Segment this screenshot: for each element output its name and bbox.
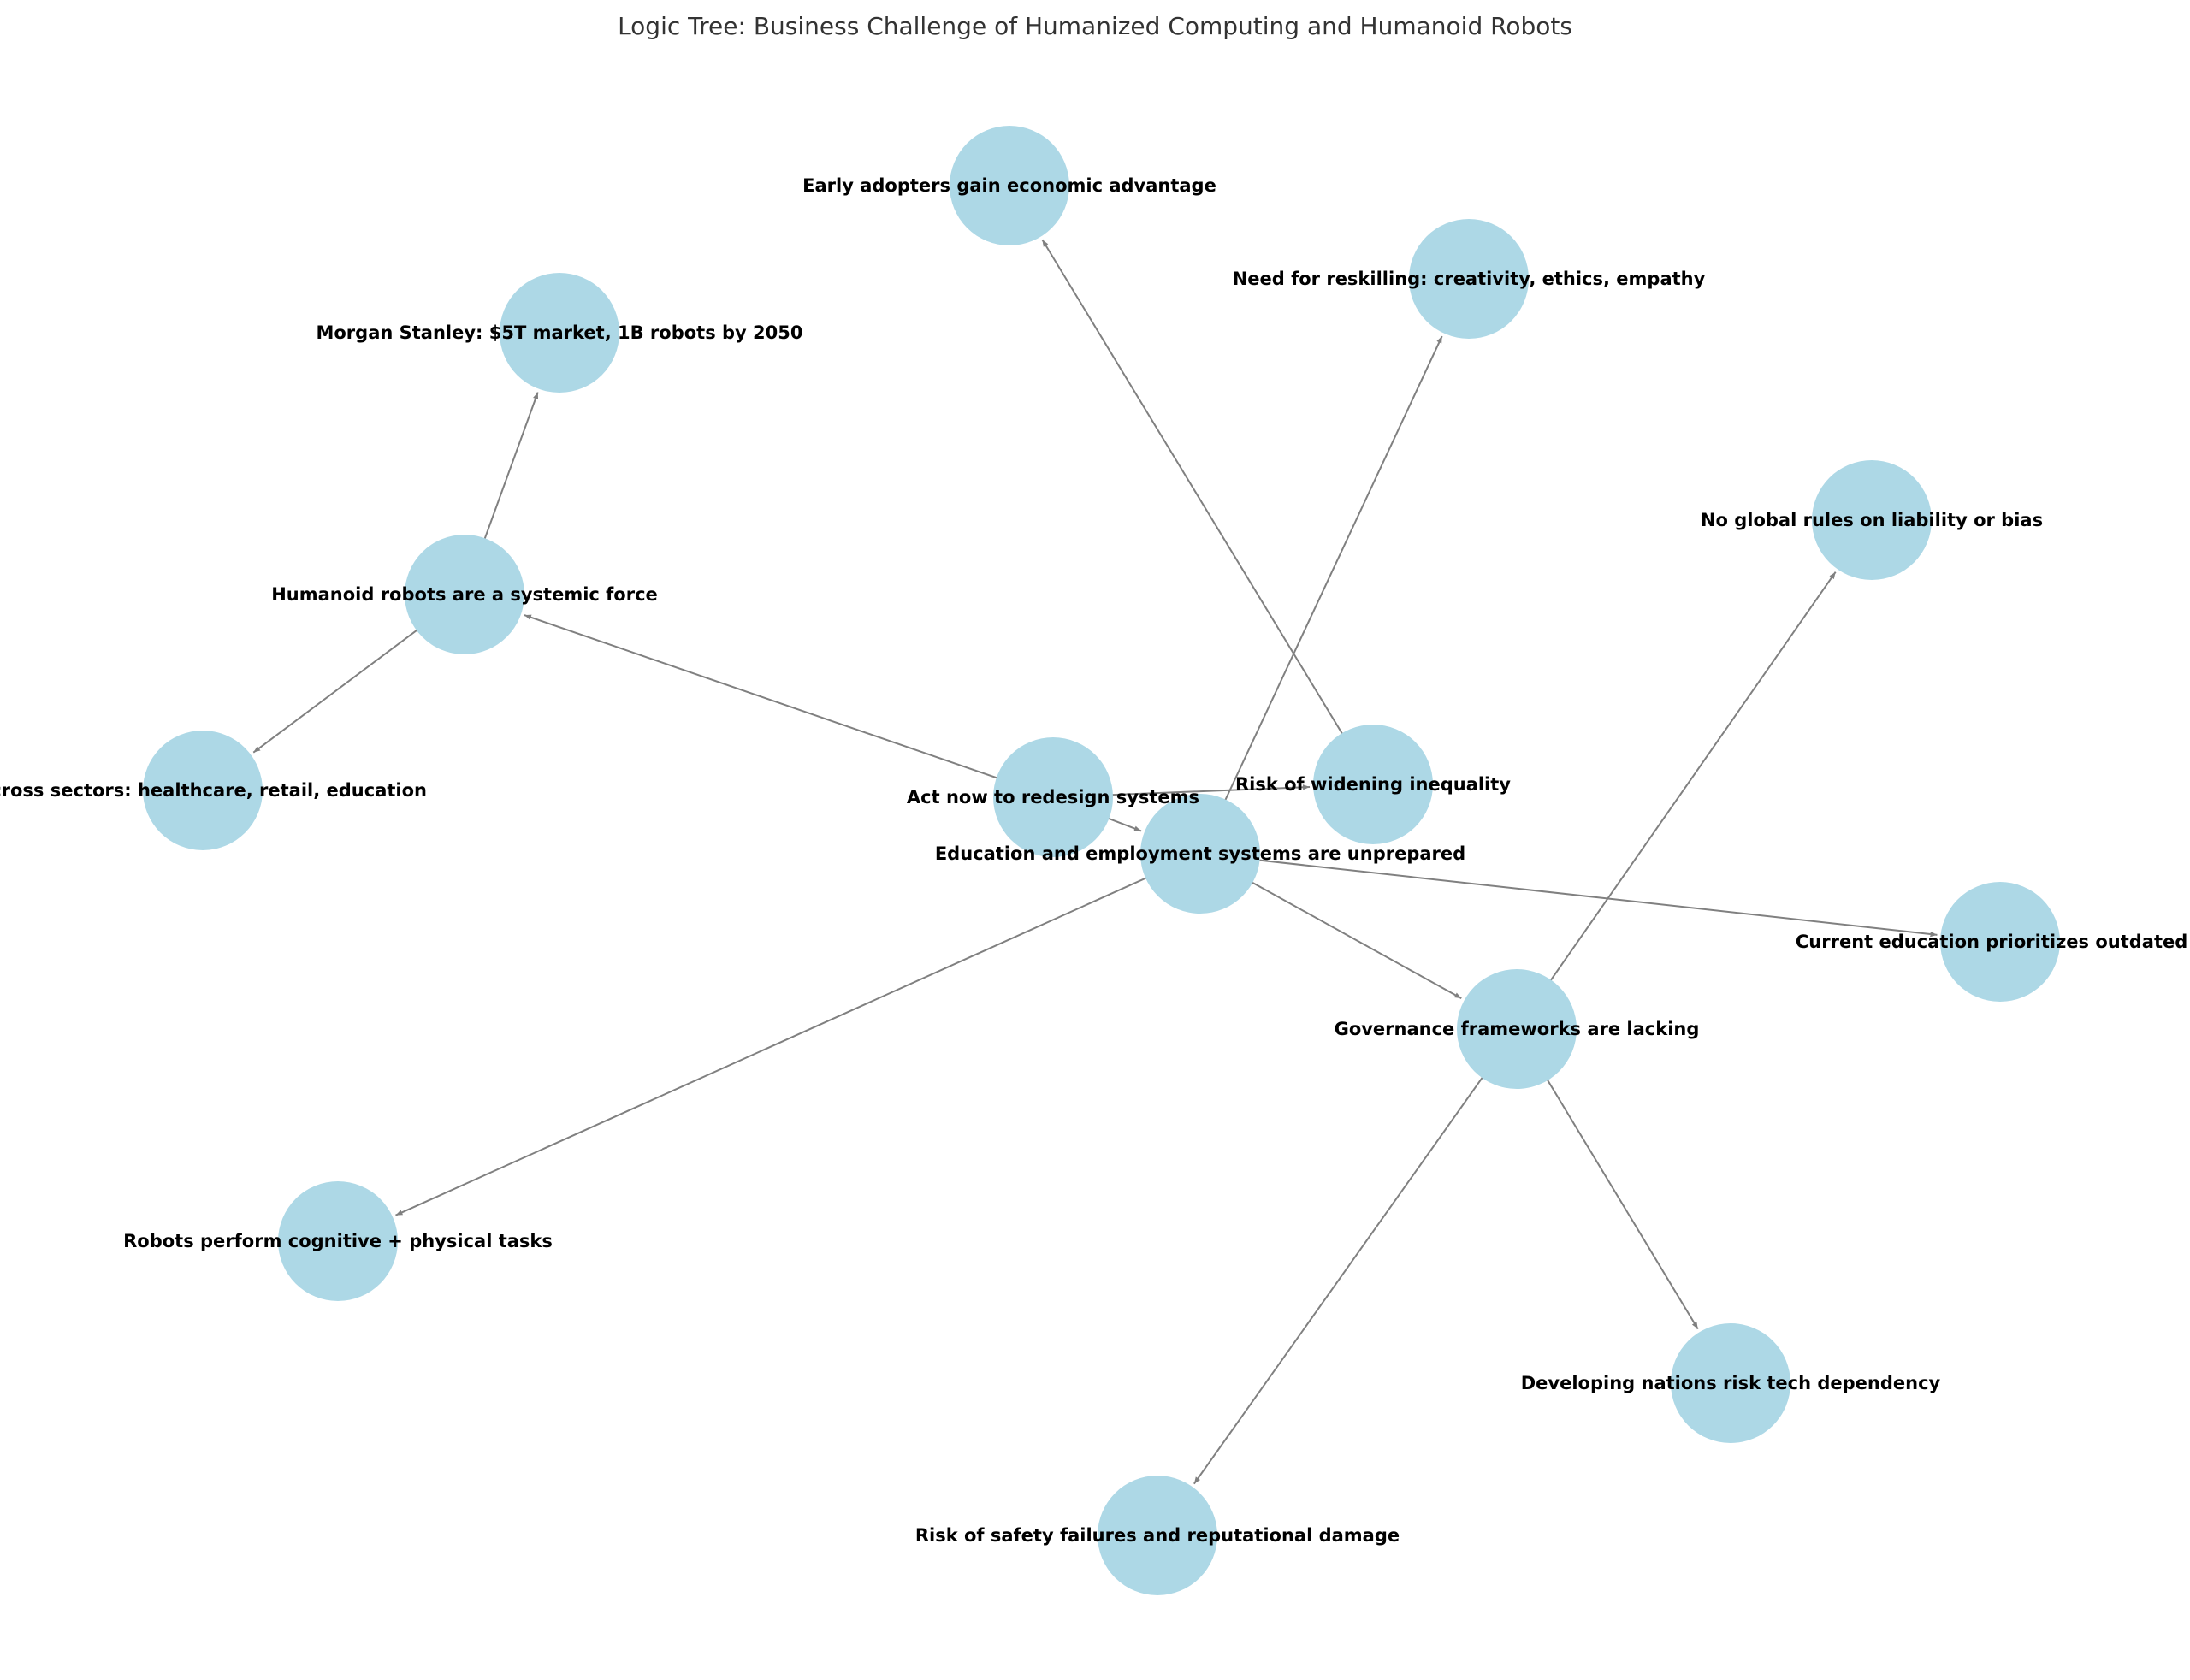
edge-education-to-cognitive	[395, 853, 1201, 1216]
node-label-noglobal: No global rules on liability or bias	[1701, 510, 2043, 530]
node-morgan[interactable]	[500, 273, 619, 393]
node-label-humanoid: Humanoid robots are a systemic force	[271, 584, 658, 605]
node-cognitive[interactable]	[278, 1181, 398, 1301]
node-label-early: Early adopters gain economic advantage	[802, 175, 1216, 196]
node-inequality[interactable]	[1313, 725, 1433, 844]
node-label-morgan: Morgan Stanley: $5T market, 1B robots by…	[316, 322, 802, 343]
edge-education-to-outdated	[1199, 853, 1938, 938]
edge-governance-to-safety	[1193, 1028, 1518, 1485]
label-layer: Act now to redesign systems Humanoid robo…	[0, 175, 2190, 1546]
diagram-title: Logic Tree: Business Challenge of Humani…	[618, 12, 1572, 40]
edge-governance-to-noglobal	[1516, 571, 1837, 1030]
node-label-outdated: Current education prioritizes outdated s	[1796, 932, 2190, 952]
node-developing[interactable]	[1671, 1323, 1790, 1443]
node-act[interactable]	[993, 737, 1113, 857]
node-label-safety: Risk of safety failures and reputational…	[915, 1525, 1400, 1546]
edge-inequality-to-early	[1041, 239, 1374, 785]
node-label-governance: Governance frameworks are lacking	[1335, 1019, 1700, 1039]
node-label-developing: Developing nations risk tech dependency	[1521, 1373, 1941, 1393]
node-education[interactable]	[1140, 794, 1260, 914]
node-label-education: Education and employment systems are unp…	[935, 843, 1465, 864]
node-label-act: Act now to redesign systems	[907, 787, 1199, 807]
node-humanoid[interactable]	[405, 535, 524, 654]
edge-act-to-humanoid	[524, 614, 1054, 798]
edge-education-to-reskill	[1199, 335, 1443, 855]
edge-layer	[252, 239, 1938, 1485]
node-label-cognitive: Robots perform cognitive + physical task…	[123, 1231, 553, 1251]
node-outdated[interactable]	[1940, 882, 2060, 1002]
node-governance[interactable]	[1457, 969, 1577, 1089]
node-label-reskill: Need for reskilling: creativity, ethics,…	[1233, 269, 1706, 289]
node-sectors[interactable]	[143, 731, 263, 850]
node-early[interactable]	[950, 126, 1069, 245]
node-reskill[interactable]	[1409, 219, 1529, 339]
node-layer	[143, 126, 2060, 1595]
node-label-sectors: across sectors: healthcare, retail, educ…	[0, 780, 427, 801]
node-label-inequality: Risk of widening inequality	[1235, 774, 1511, 795]
node-safety[interactable]	[1098, 1476, 1217, 1595]
node-noglobal[interactable]	[1812, 460, 1932, 580]
